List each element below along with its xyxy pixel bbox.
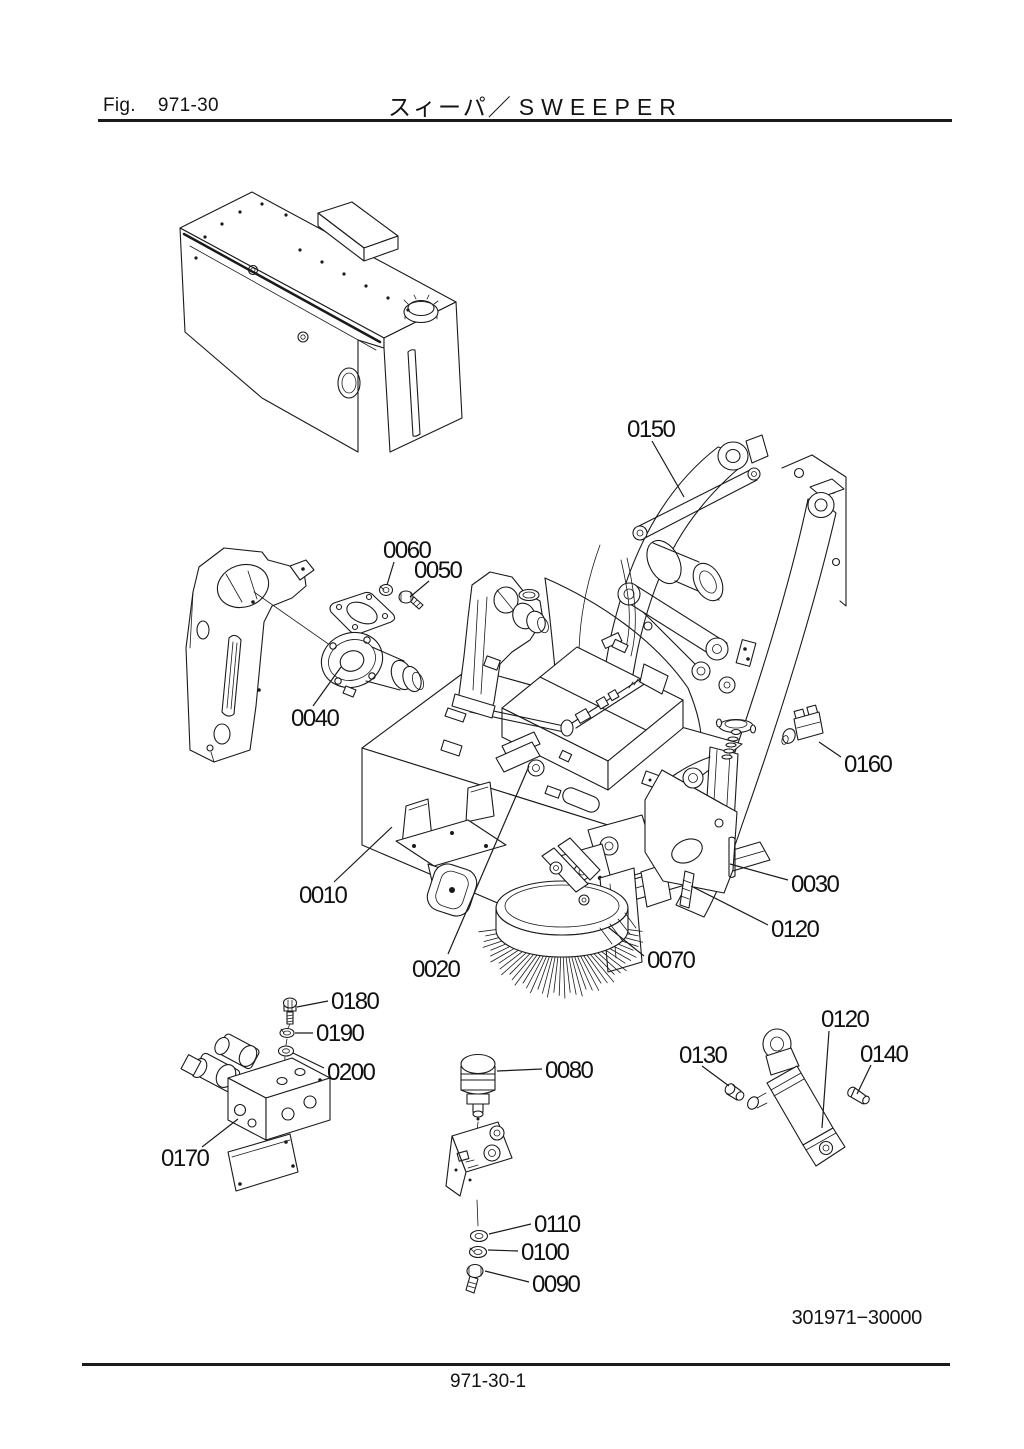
leader-line-0100 [487, 1249, 519, 1252]
callout-label-0100: 0100 [521, 1239, 570, 1266]
pivot-fork-part [495, 731, 545, 777]
washer-0060-part [378, 583, 394, 597]
cylinder-group [724, 1028, 870, 1167]
filler-cap [403, 294, 439, 324]
page-number: 971-30-1 [450, 1371, 527, 1392]
leader-line-0060 [386, 561, 395, 586]
leader-line-0140 [856, 1064, 872, 1095]
callout-label-0080: 0080 [545, 1057, 594, 1084]
bolt-0180-part [282, 997, 298, 1025]
leader-line-0110 [488, 1223, 532, 1235]
footer-rule [82, 1363, 950, 1366]
leader-line-0040 [312, 666, 342, 707]
side-bracket-part [451, 571, 549, 719]
lock-washer-0190-part [279, 1027, 295, 1039]
bolt-0090-part [465, 1263, 484, 1294]
tank-bolt-dots [194, 202, 410, 312]
callout-label-0090: 0090 [532, 1271, 581, 1298]
title-english: SWEEPER [518, 94, 683, 120]
caster-part [395, 781, 507, 917]
callout-label-0190: 0190 [316, 1020, 365, 1047]
fitting-0130-part [724, 1083, 745, 1101]
valve-0160-part [781, 704, 824, 745]
leader-line-0120 [821, 1030, 830, 1129]
callout-label-0010: 0010 [299, 882, 348, 909]
drive-housing-part [501, 646, 684, 791]
fitting-0140-part [847, 1086, 870, 1105]
assembly-axis-line [253, 591, 338, 651]
mount-bracket-plate-part [185, 547, 315, 763]
attach-frame-part [640, 756, 738, 909]
switch-group [445, 1053, 513, 1294]
figure-number: 971-30 [157, 95, 219, 116]
leader-line-0070 [607, 926, 645, 957]
callout-label-0050: 0050 [414, 557, 463, 584]
brush-motor-part [320, 631, 425, 698]
solenoid-coils [180, 1033, 260, 1093]
leader-line-0030 [729, 863, 789, 881]
drawing-number: 301971−30000 [791, 1307, 923, 1329]
pin-part [679, 870, 695, 909]
callout-label-0180: 0180 [331, 988, 380, 1015]
figure-prefix: Fig. [103, 95, 136, 116]
washer-0200-part [277, 1045, 295, 1057]
callout-label-0060: 0060 [383, 537, 432, 564]
header-rule [98, 119, 952, 122]
leader-line-0090 [484, 1270, 530, 1283]
figure-reference: Fig. 971-30 [103, 95, 219, 117]
leader-line-0130 [701, 1065, 730, 1087]
page-title: スィーパ／SWEEPER [388, 88, 683, 122]
callout-label-0030: 0030 [791, 871, 840, 898]
leader-line-0010 [333, 826, 393, 883]
leader-line-0180 [296, 1000, 329, 1008]
callout-label-0200: 0200 [327, 1059, 376, 1086]
leader-line-0150 [651, 440, 685, 498]
hydraulic-cylinder-part [747, 1028, 846, 1167]
title-japanese: スィーパ／ [388, 94, 513, 120]
leader-line-0170 [201, 1118, 239, 1148]
callout-label-0150: 0150 [627, 416, 676, 443]
callout-label-0110: 0110 [534, 1211, 581, 1238]
washer-0110-part [469, 1229, 489, 1243]
leader-line-0050 [409, 580, 430, 598]
brush-part [478, 837, 644, 999]
callout-label-0160: 0160 [844, 751, 893, 778]
leader-line-0160 [818, 741, 842, 758]
callout-label-0070: 0070 [647, 947, 696, 974]
leader-line-0020 [447, 765, 530, 955]
callout-label-0170: 0170 [161, 1145, 210, 1172]
switch-bracket-part [445, 1121, 513, 1197]
callout-label-0120: 0120 [821, 1006, 870, 1033]
callout-label-0040: 0040 [291, 705, 340, 732]
callout-label-0120: 0120 [771, 916, 820, 943]
tank-part [179, 191, 463, 453]
gasket-part [329, 591, 396, 635]
leader-line-0200 [292, 1052, 325, 1069]
accumulator-0080-part [460, 1053, 496, 1121]
valve-block-group [180, 997, 331, 1192]
valve-block-0170-part [227, 1057, 331, 1141]
lock-washer-0100-part [468, 1245, 488, 1259]
callout-label-0140: 0140 [860, 1041, 909, 1068]
callout-label-0130: 0130 [679, 1042, 728, 1069]
leader-line-0120 [690, 885, 769, 926]
bolt-0050-part [398, 590, 424, 610]
callout-label-0020: 0020 [412, 956, 461, 983]
mount-plate-part [227, 1133, 299, 1192]
leader-line-0080 [496, 1068, 543, 1072]
